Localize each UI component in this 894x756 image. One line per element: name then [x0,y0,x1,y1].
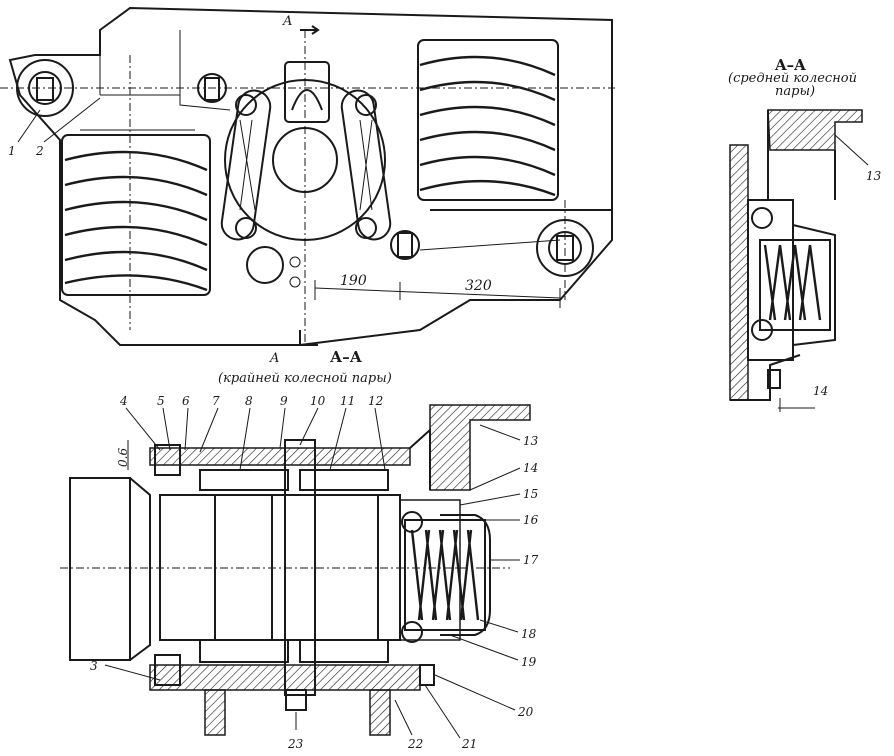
callout-7: 7 [212,394,220,408]
callout-14: 14 [523,461,538,475]
callout-19: 19 [521,655,537,669]
callout-6: 6 [182,394,190,408]
right-coil-spring [417,39,559,201]
callout-10: 10 [310,394,326,408]
callout-12: 12 [368,394,383,408]
callout-23: 23 [287,737,304,751]
callout-1: 1 [8,144,16,158]
callout-20: 20 [517,705,534,719]
dimension-lines: 190 320 [314,273,561,308]
dimension-320: 320 [465,278,492,294]
section-mark-bottom: A [269,351,279,366]
side-callout-14: 14 [813,384,828,398]
dimension-190: 190 [340,273,367,289]
side-view-subtitle-1: (средней колесной [728,71,857,86]
callout-21: 21 [461,737,477,751]
callout-16: 16 [523,513,539,527]
callout-2: 2 [35,144,44,158]
callout-15: 15 [523,487,538,501]
bottom-view-title: А–А [330,348,363,366]
callout-11: 11 [340,394,355,408]
callout-5: 5 [157,394,165,408]
bottom-lower-callouts: 3 23 22 [90,659,423,751]
side-callout-13: 13 [866,169,882,183]
callout-8: 8 [245,394,253,408]
bottom-section-view: А–А (крайней колесной пары) [60,348,539,751]
callout-13: 13 [523,434,539,448]
callout-18: 18 [521,627,537,641]
axle-box-plan [220,61,392,241]
side-section-view: A–A (средней колесной пары) 13 14 [728,56,882,412]
gap-label: 0.6 [116,448,130,467]
callout-3: 3 [90,659,98,673]
callout-4: 4 [119,394,128,408]
top-plan-view: A A 190 320 1 2 [0,6,615,366]
section-mark-top: A [282,14,292,29]
callout-22: 22 [407,737,423,751]
bottom-right-callouts: 13 14 15 16 17 18 19 20 21 [424,424,539,751]
bottom-view-subtitle: (крайней колесной пары) [218,371,392,386]
side-view-subtitle-2: пары) [775,84,815,99]
bottom-top-callouts: 4 5 6 7 8 9 10 11 12 [119,394,386,471]
callout-17: 17 [523,553,539,567]
left-coil-spring [61,129,211,296]
bolts [197,73,420,288]
side-view-title: A–A [774,56,806,74]
callout-9: 9 [280,394,288,408]
